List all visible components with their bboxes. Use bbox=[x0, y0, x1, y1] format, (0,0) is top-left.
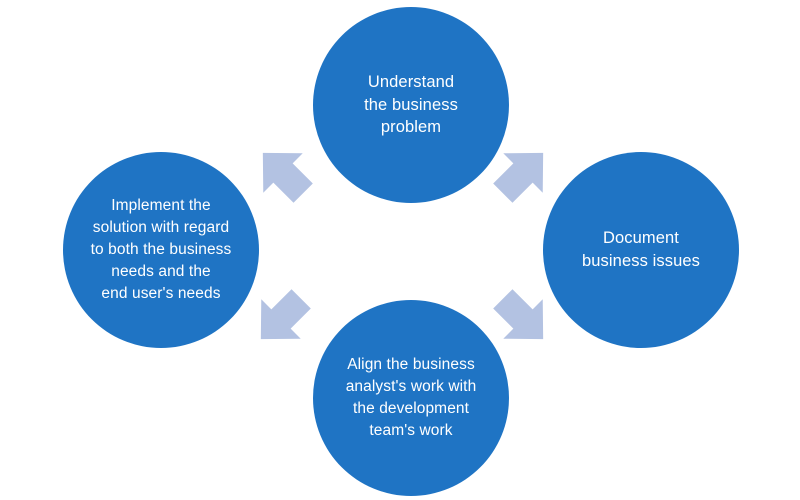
cycle-node-understand[interactable]: Understand the business problem bbox=[313, 7, 509, 203]
cycle-node-align[interactable]: Align the business analyst's work with t… bbox=[313, 300, 509, 496]
cycle-node-document-label: Document business issues bbox=[582, 229, 700, 270]
arrow-implement-to-understand-icon bbox=[239, 129, 327, 217]
cycle-node-document[interactable]: Document business issues bbox=[543, 152, 739, 348]
cycle-node-understand-label: Understand the business problem bbox=[364, 72, 458, 137]
arrow-document-to-align-icon bbox=[479, 275, 567, 363]
cycle-node-implement-label: Implement the solution with regard to bo… bbox=[90, 197, 232, 302]
arrow-understand-to-document-icon bbox=[479, 129, 567, 217]
cycle-node-align-label: Align the business analyst's work with t… bbox=[345, 356, 477, 439]
arrow-align-to-implement-icon bbox=[237, 275, 325, 363]
cycle-node-implement[interactable]: Implement the solution with regard to bo… bbox=[63, 152, 259, 348]
